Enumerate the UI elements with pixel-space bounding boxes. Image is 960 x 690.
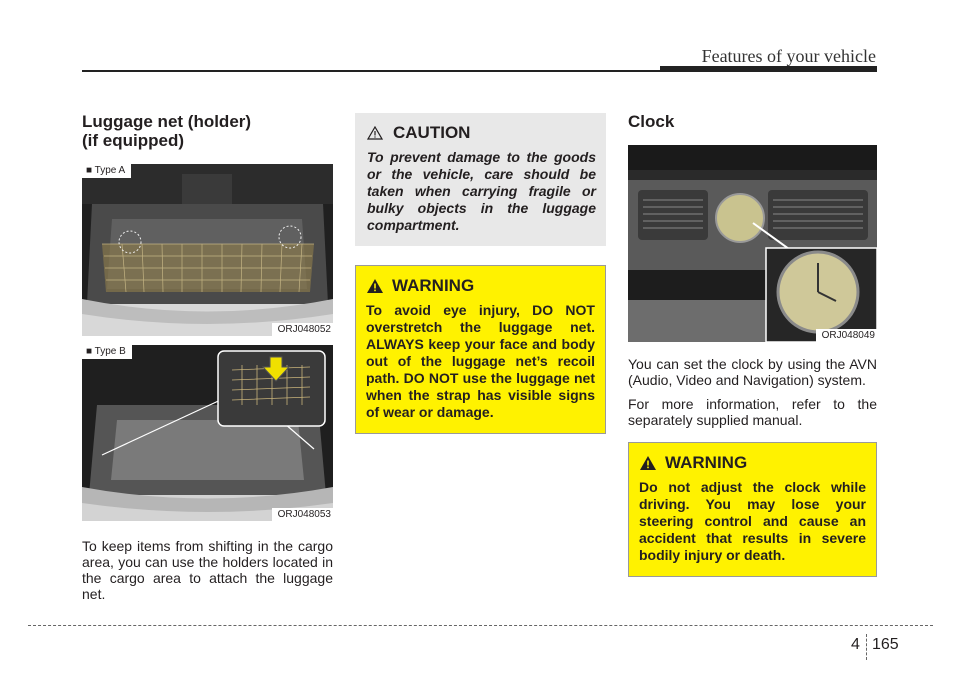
warning-triangle-icon bbox=[640, 456, 656, 470]
warning-title: WARNING bbox=[366, 276, 595, 296]
warning-text: To avoid eye injury, DO NOT overstretch … bbox=[366, 302, 595, 420]
luggage-net-type-a-image: ■ Type A ORJ048052 bbox=[82, 164, 333, 336]
warning-box-luggage-net: WARNING To avoid eye injury, DO NOT over… bbox=[355, 265, 606, 434]
figure-code: ORJ048049 bbox=[815, 329, 877, 342]
clock-image: ORJ048049 bbox=[628, 145, 877, 342]
section-title: Features of your vehicle bbox=[701, 46, 876, 66]
header-rule bbox=[82, 70, 877, 72]
dashboard-clock-photo bbox=[628, 145, 877, 342]
luggage-net-type-b-image: ■ Type B ORJ048053 bbox=[82, 345, 333, 521]
page-number-divider bbox=[866, 634, 867, 660]
luggage-net-heading: Luggage net (holder) (if equipped) bbox=[82, 112, 252, 150]
clock-description: You can set the clock by using the AVN (… bbox=[628, 356, 877, 388]
header-rule-accent bbox=[660, 66, 877, 72]
caution-title: CAUTION bbox=[367, 123, 596, 143]
type-b-label: ■ Type B bbox=[82, 345, 132, 359]
trunk-photo-a bbox=[82, 164, 333, 336]
warning-box-clock: WARNING Do not adjust the clock while dr… bbox=[628, 442, 877, 577]
warning-triangle-icon bbox=[367, 279, 383, 293]
caution-box: CAUTION To prevent damage to the goods o… bbox=[355, 113, 606, 246]
luggage-net-description: To keep items from shifting in the cargo… bbox=[82, 538, 333, 602]
figure-code: ORJ048052 bbox=[271, 323, 333, 336]
warning-triangle-icon bbox=[367, 126, 383, 140]
luggage-net-column: Luggage net (holder) (if equipped) ■ Typ… bbox=[82, 112, 333, 602]
safety-column: CAUTION To prevent damage to the goods o… bbox=[355, 113, 606, 434]
type-a-label: ■ Type A bbox=[82, 164, 132, 178]
footer-rule bbox=[28, 625, 933, 626]
page-number: 165 bbox=[872, 636, 899, 653]
trunk-photo-b bbox=[82, 345, 333, 521]
clock-heading: Clock bbox=[628, 112, 675, 131]
figure-code: ORJ048053 bbox=[271, 508, 333, 521]
caution-text: To prevent damage to the goods or the ve… bbox=[367, 149, 596, 233]
chapter-number: 4 bbox=[851, 636, 860, 653]
warning-title: WARNING bbox=[639, 453, 866, 473]
clock-column: Clock ORJ048049 You can set the clo bbox=[628, 112, 877, 577]
warning-text: Do not adjust the clock while driving. Y… bbox=[639, 479, 866, 563]
clock-manual-note: For more information, refer to the separ… bbox=[628, 396, 877, 428]
